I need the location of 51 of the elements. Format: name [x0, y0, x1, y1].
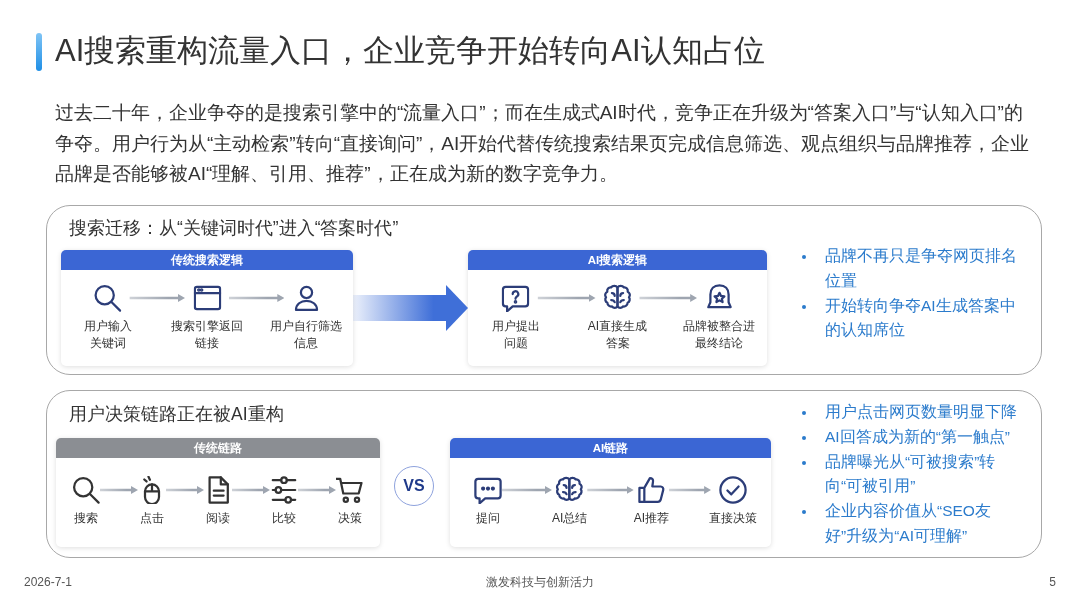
page-number: 5 — [1049, 574, 1056, 590]
bullet-text: 开始转向争夺AI生成答案中的认知席位 — [800, 293, 1024, 344]
card-header: AI搜索逻辑 — [468, 250, 767, 270]
card-header: 传统搜索逻辑 — [61, 250, 353, 270]
arrow — [639, 294, 698, 302]
arrow — [587, 486, 634, 494]
footer-slogan: 激发科技与创新活力 — [486, 574, 594, 590]
arrow — [229, 294, 285, 302]
card-header: 传统链路 — [56, 438, 380, 458]
step-label: 直接决策 — [709, 510, 758, 527]
bullet-text: 用户点击网页数量明显下降 — [800, 400, 1024, 425]
step-label: 提问 — [475, 510, 500, 527]
intro-paragraph: 过去二十年，企业争夺的是搜索引擎中的“流量入口”；而在生成式AI时代，竞争正在升级为“答案入口”与“认知入口”的争夺。用户行为从“主动检索”转向“直接询问”，AI开始代替传统搜索结果页完成信息筛选、观点组织与品牌推荐，企业品牌是否能够被AI“理解、引用、推荐”，正在成为新的数字竞争力。 — [55, 101, 1031, 186]
slide-title: AI搜索重构流量入口，企业竞争开始转向AI认知占位 — [55, 32, 765, 70]
step-label: 比较 — [272, 510, 296, 527]
bullet-text: AI回答成为新的“第一触点” — [800, 424, 1024, 450]
section-heading: 搜索迁移：从“关键词时代”进入“答案时代” — [69, 217, 399, 239]
step-label: AI总结 — [551, 510, 588, 527]
arrow — [129, 294, 185, 302]
step-label: 用户自行筛选信息 — [269, 318, 343, 352]
step-label: 点击 — [140, 510, 164, 527]
footer-date: 2026-7-1 — [24, 574, 73, 590]
step-label: AI推荐 — [633, 510, 670, 527]
step-label: 用户输入关键词 — [83, 318, 133, 352]
section-heading: 用户决策链路正在被AI重构 — [69, 403, 284, 425]
step-label: 搜索引擎返回链接 — [170, 318, 244, 352]
flow-card — [450, 438, 771, 547]
versus-circle: VS — [394, 466, 434, 506]
step-label: 阅读 — [206, 510, 230, 527]
flow-card — [56, 438, 380, 547]
section-panel — [46, 205, 1042, 375]
step-label: AI直接生成答案 — [587, 318, 648, 352]
flow-card — [61, 250, 353, 366]
step-label: 搜索 — [74, 510, 98, 527]
bullet-text: 品牌曝光从“可被搜索”转向“可被引用” — [800, 449, 1003, 500]
arrow — [100, 486, 138, 494]
card-header: AI链路 — [450, 438, 771, 458]
block-arrow — [353, 285, 468, 331]
bullet-text: 品牌不再只是争夺网页排名位置 — [800, 244, 1024, 294]
arrow — [232, 486, 270, 494]
arrow — [298, 486, 336, 494]
arrow — [537, 294, 596, 302]
step-label: 品牌被整合进最终结论 — [682, 318, 756, 352]
step-label: 决策 — [338, 510, 362, 527]
flow-card — [468, 250, 767, 366]
arrow — [166, 486, 204, 494]
step-label: 用户提出问题 — [491, 318, 541, 352]
arrow — [501, 486, 552, 494]
arrow — [669, 486, 712, 494]
section-panel — [46, 390, 1042, 558]
bullet-text: 企业内容价值从“SEO友好”升级为“AI可理解” — [800, 499, 1024, 549]
